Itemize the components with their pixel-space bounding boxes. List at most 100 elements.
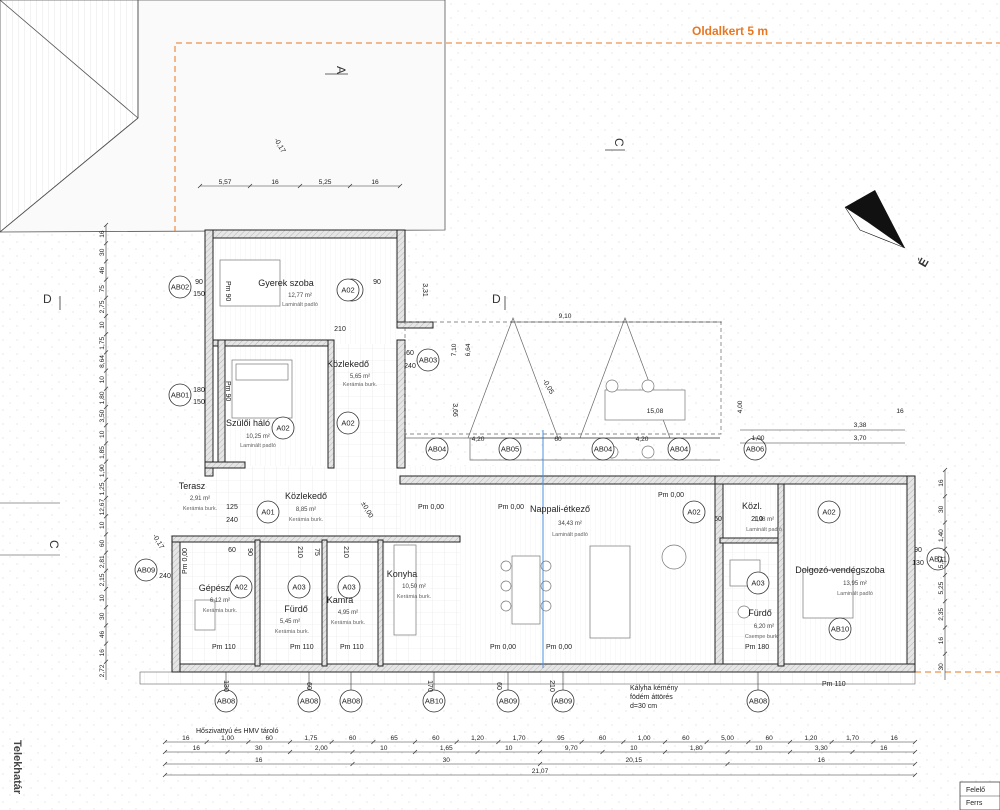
dim-value: 10 [505, 745, 513, 752]
section-marks: A C D D C [0, 66, 626, 556]
dim-value: 60 [349, 735, 357, 742]
opening-size: 180 [193, 387, 205, 394]
dim-value: 16 [193, 745, 201, 752]
svg-text:AB08: AB08 [300, 697, 318, 706]
level-marks: Pm 110 Pm 110 Pm 110 Pm 0,00 Pm 0,00 Pm … [151, 137, 846, 688]
tag-a02c: A02 [336, 411, 360, 435]
dim-value: 1,20 [804, 735, 817, 742]
room-kamra-floor: Kerámia burk. [331, 620, 366, 626]
dim-value: 2,15 [99, 573, 106, 586]
dim-value: 16 [896, 408, 904, 415]
tag-a02b: A02 [271, 416, 295, 440]
dim-value: 60 [682, 735, 690, 742]
note-kalyha-line3: d=30 cm [630, 703, 657, 710]
dim-value: 7,10 [451, 343, 458, 356]
svg-text:AB06: AB06 [746, 445, 764, 454]
dim-value: 4,20 [472, 436, 485, 443]
room-kozlekedo2-area: 8,85 m² [296, 507, 316, 513]
dim-value: 16 [938, 479, 945, 487]
level-nappali-5: Pm 0,00 [658, 492, 684, 499]
dim-value: 5,57 [938, 555, 945, 568]
svg-text:AB10: AB10 [831, 625, 849, 634]
level-nappali-2: Pm 0,00 [546, 644, 572, 651]
dim-value: 75 [99, 285, 106, 293]
svg-text:AB08: AB08 [342, 697, 360, 706]
tag-ab10: AB10 [828, 617, 852, 641]
dim-value: 5,00 [721, 735, 734, 742]
tag-ab09: AB09 [134, 558, 158, 582]
svg-text:A02: A02 [341, 419, 354, 428]
level-nappali-1: Pm 0,00 [490, 644, 516, 651]
dim-value: 16 [371, 179, 379, 186]
svg-text:AB04: AB04 [670, 445, 688, 454]
room-kamra-area: 4,95 m² [338, 610, 358, 616]
level-furdo2: Pm 180 [745, 644, 769, 651]
dim-value: 2,72 [99, 664, 106, 677]
dim-value: 16 [880, 745, 888, 752]
opening-size: 150 [193, 399, 205, 406]
opening-size: 90 [246, 548, 253, 556]
dim-value: 1,75 [99, 337, 106, 350]
room-kozl-floor: Laminált padló [746, 527, 782, 533]
tag-a01: A01 [256, 500, 280, 524]
level-nappali-3: Pm 0,00 [418, 504, 444, 511]
tag-bottom: AB08 [339, 672, 363, 713]
dim-value: 30 [938, 505, 945, 513]
dim-value: 5,25 [319, 179, 332, 186]
opening-size: 60 [495, 682, 502, 690]
dim-value: 9,70 [565, 745, 578, 752]
section-mark-d-left: D [43, 292, 52, 306]
dim-value: 1,80 [690, 745, 703, 752]
dim-value: 9,10 [559, 313, 572, 320]
dim-value: 60 [765, 735, 773, 742]
opening-size: 210 [296, 546, 303, 558]
dim-value: 1,70 [846, 735, 859, 742]
opening-size: 75 [313, 548, 320, 556]
room-szuloi-floor: Laminált padló [240, 443, 276, 449]
opening-size: 3,66 [451, 403, 458, 417]
room-kozlekedo2-name: Közlekedő [285, 491, 327, 501]
opening-size: 90 [914, 547, 922, 554]
dim-value: 5,57 [219, 179, 232, 186]
dim-value: 15,08 [647, 408, 664, 415]
dim-chain-left: 163046752,75101,758,64101,803,50101,851,… [99, 222, 109, 680]
dim-value: 2,35 [938, 608, 945, 621]
dim-value: 16 [99, 649, 106, 657]
dim-value: 1,00 [752, 435, 765, 442]
furniture [194, 259, 854, 639]
level-paving: Pm 110 [822, 681, 846, 688]
opening-size: 90 [373, 279, 381, 286]
opening-size: 130 [222, 680, 229, 692]
dim-value: 4,00 [737, 400, 744, 413]
dim-value: 30 [99, 612, 106, 620]
tag-a02g: A02 [336, 278, 360, 302]
opening-size: 210 [751, 516, 763, 523]
tag-ab04a: AB04 [425, 437, 449, 461]
dim-value: 2,81 [99, 555, 106, 568]
room-dolgozo-floor: Laminált padló [837, 591, 873, 597]
tag-bottom: AB10 [422, 672, 446, 713]
svg-text:AB03: AB03 [419, 356, 437, 365]
tag-ab01: AB01 [168, 383, 192, 407]
room-kozlekedo2-floor: Kerámia burk. [289, 517, 324, 523]
level-kamra: Pm 110 [340, 644, 364, 651]
dim-value: 1,00 [638, 735, 651, 742]
dim-value: 4,20 [636, 436, 649, 443]
svg-text:AB04: AB04 [594, 445, 612, 454]
dim-value: 1,75 [304, 735, 317, 742]
svg-text:AB11: AB11 [929, 555, 947, 564]
svg-text:AB09: AB09 [137, 566, 155, 575]
room-terasz-name: Terasz [179, 481, 206, 491]
tag-bottom: AB08 [297, 672, 321, 713]
dim-value: 60 [99, 540, 106, 548]
note-hoszivattyu: Hőszivattyú és HMV tároló [196, 728, 279, 735]
title-block: Felelő Ferrs [959, 781, 1000, 810]
svg-text:A02: A02 [276, 424, 289, 433]
dim-value: 16 [818, 757, 826, 764]
dim-value: 10 [99, 376, 106, 384]
room-nappali-area: 34,43 m² [558, 521, 582, 527]
svg-text:AB01: AB01 [171, 391, 189, 400]
opening-size: 125 [226, 504, 238, 511]
